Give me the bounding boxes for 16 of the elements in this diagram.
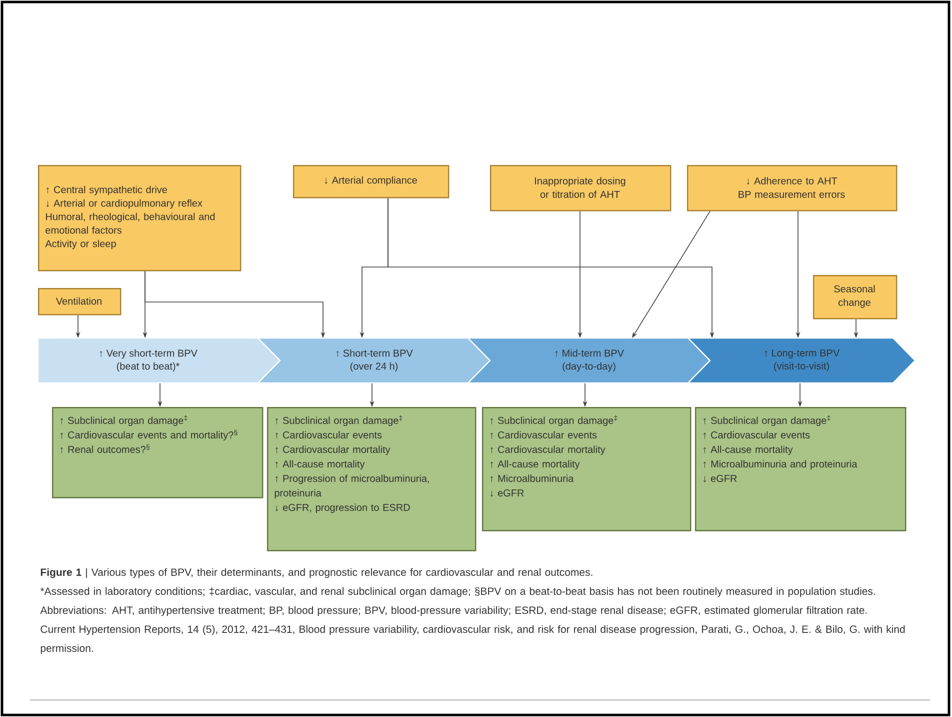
timeline-segment: ↑ Short-term BPV (over 24 h) (256, 337, 491, 384)
timeline-segment: ↑ Mid-term BPV (day-to-day) (466, 337, 711, 384)
footnote-text: *Assessed in laboratory conditions; ‡cardiac, vascular, and renal subclinical organ damage; §BPV on a beat-to-beat basis has not been routinely measured in population studies. Abbreviations: AHT, antihypertensive treatment; BP, blood pressure; BPV, blood-pressure variability; ESRD, end-stage renal disease; eGFR, estimated glomerular filtration rate. Current Hypertension Reports, 14 (5), 2012, 421–431, Blood pressure variability, cardiovascular risk, and risk for renal disease progression, Parati, G., Ochoa, J. E. & Bilo, G. with kind permission. (40, 587, 905, 654)
outcome-box: ↑ Subclinical organ damage$^{‡}$ ↑ Cardiovascular events ↑ Cardiovascular mortality ↑ All-cause mortality ↑ Progression of microalbuminuria, proteinuria ↓ eGFR, progression to ESRD (267, 407, 476, 552)
timeline-segment: ↑ Long-term BPV (visit-to-visit) (686, 337, 916, 384)
timeline-segment: ↑ Very short-term BPV (beat to beat)* (37, 337, 281, 384)
determinant-box: ↑ Central sympathetic drive ↓ Arterial or cardiopulmonary reflex Humoral, rheological, behavioural and emotional factors Activity or sleep (38, 165, 242, 272)
outcome-box: ↑ Subclinical organ damage$^{‡}$ ↑ Cardiovascular events and mortality?$^{§}$ ↑ Renal outcomes?$^{§}$ (52, 407, 264, 498)
determinant-box: Inappropriate dosing or titration of AHT (490, 165, 672, 212)
determinant-box: Seasonal change (813, 275, 898, 320)
determinant-box: ↓ Arterial compliance (293, 165, 450, 198)
outcome-box: ↑ Subclinical organ damage$^{‡}$ ↑ Cardiovascular events ↑ Cardiovascular mortality ↑ All-cause mortality ↑ Microalbuminuria ↓ eGFR (482, 407, 692, 532)
outcome-box: ↑ Subclinical organ damage$^{‡}$ ↑ Cardiovascular events ↑ All-cause mortality ↑ Microalbuminuria and proteinuria ↓ eGFR (695, 407, 906, 532)
determinant-box: Ventilation (38, 288, 122, 316)
determinant-box: ↓ Adherence to AHT BP measurement errors (687, 165, 898, 212)
figure-caption: Figure 1 | Various types of BPV, their determinants, and prognostic relevance for cardiovascular and renal outcomes. (40, 568, 592, 578)
